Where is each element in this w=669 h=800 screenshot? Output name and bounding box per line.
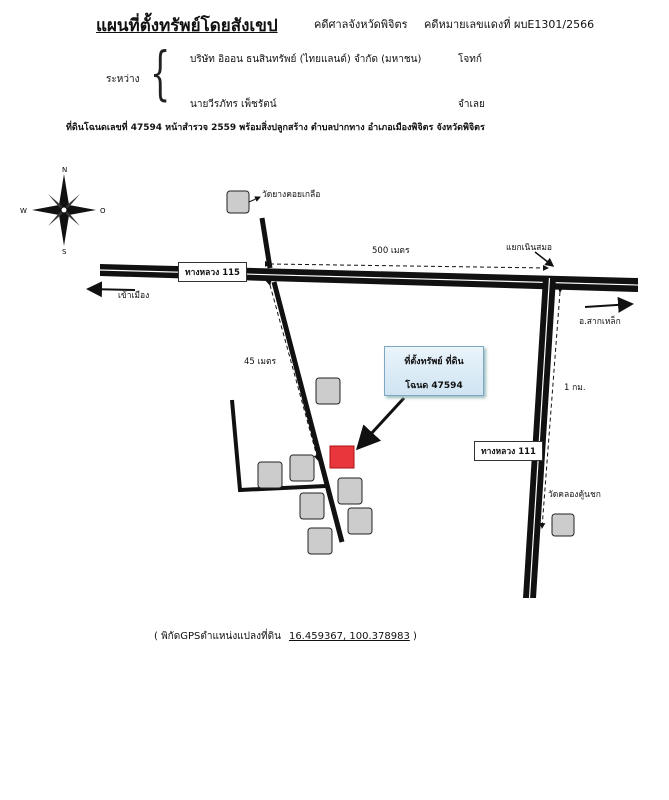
property-line1: ที่ตั้งทรัพย์ ที่ดิน	[404, 357, 464, 367]
between-label: ระหว่าง	[106, 74, 140, 85]
distance-500-label: 500 เมตร	[372, 246, 410, 256]
distance-1km-label: 1 กม.	[564, 383, 586, 393]
branch-road	[230, 399, 327, 493]
compass-w: W	[20, 207, 27, 215]
brace-icon: {	[150, 39, 171, 107]
to-city-label: เข้าเมือง	[118, 291, 150, 301]
compass-n: N	[62, 166, 67, 174]
defendant-name: นายวีรภัทร เพ็ชรัตน์	[190, 99, 277, 110]
neighbor-buildings	[257, 377, 373, 555]
compass-e: O	[100, 207, 106, 215]
junction-label: แยกเนินสมอ	[506, 243, 553, 253]
to-sak-lek-label: อ.สากเหล็ก	[579, 317, 621, 327]
property-callout: ที่ตั้งทรัพย์ ที่ดิน โฉนด 47594	[384, 346, 484, 396]
gps-label: ( พิกัดGPSตำแหน่งแปลงที่ดิน	[154, 631, 281, 642]
case-number: คดีหมายเลขแดงที่ ผบE1301/2566	[424, 18, 595, 31]
plaintiff-name: บริษัท อิออน ธนสินทรัพย์ (ไทยแลนด์) จำกั…	[190, 54, 422, 65]
temple-right-icon	[551, 513, 575, 537]
distance-45-label: 45 เมตร	[244, 357, 277, 367]
gps-line: ( พิกัดGPSตำแหน่งแปลงที่ดิน 16.459367, 10…	[154, 629, 417, 644]
side-road	[259, 217, 273, 269]
property-line2: โฉนด 47594	[405, 381, 463, 391]
gps-coordinates: 16.459367, 100.378983	[288, 631, 410, 642]
defendant-role: จำเลย	[458, 99, 485, 110]
temple-right-label: วัดคลองคู้นชก	[548, 490, 601, 500]
compass-rose-icon: N S W O	[20, 166, 106, 256]
highway-111-label: ทางหลวง 111	[474, 441, 543, 461]
court-name: คดีศาลจังหวัดพิจิตร	[314, 18, 408, 31]
land-description: ที่ดินโฉนดเลขที่ 47594 หน้าสำรวจ 2559 พร…	[66, 123, 485, 133]
property-plot	[329, 445, 355, 469]
temple-top-icon	[226, 190, 261, 214]
plaintiff-role: โจทก์	[458, 54, 482, 65]
highway-115-label: ทางหลวง 115	[178, 262, 247, 282]
map-title: แผนที่ตั้งทรัพย์โดยสังเขป	[96, 16, 278, 36]
gps-close: )	[413, 631, 417, 642]
temple-top-label: วัดยางคอยเกลือ	[262, 190, 321, 200]
compass-s: S	[62, 248, 67, 256]
